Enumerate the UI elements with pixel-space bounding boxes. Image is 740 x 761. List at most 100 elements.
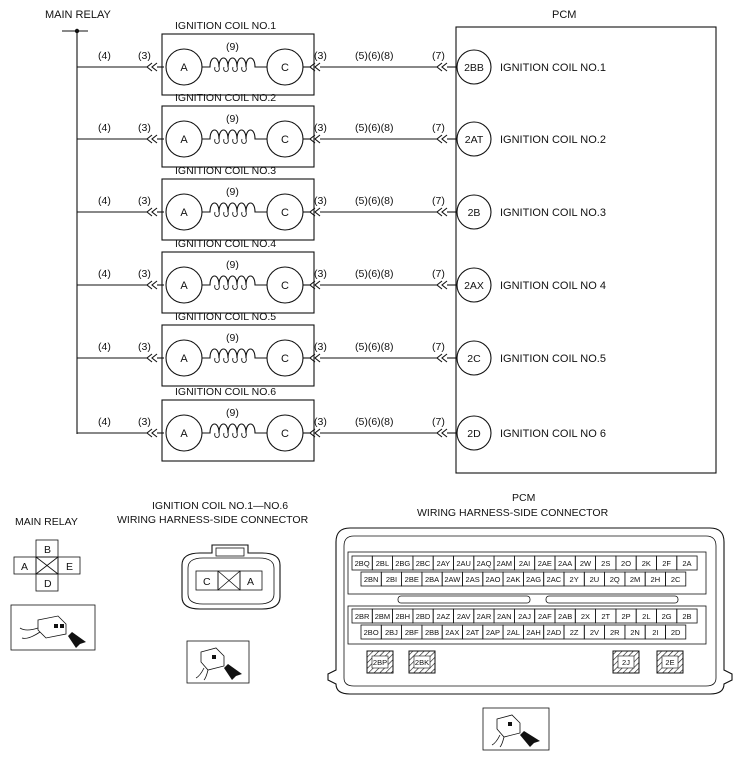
pcm-pin: 2BE (405, 575, 419, 584)
circuit-ref-coil-out: (3) (314, 268, 327, 280)
pcm-pin: 2H (651, 575, 661, 584)
circuit-ref-harness: (5)(6)(8) (355, 122, 394, 134)
pcm-signal-label: IGNITION COIL NO.2 (500, 134, 606, 146)
pcm-terminal-label: 2D (467, 428, 481, 440)
pcm-pin: 2A (682, 559, 691, 568)
pcm-input-connector-icon (436, 280, 448, 290)
pcm-pin: 2M (630, 575, 640, 584)
circuit-ref-coil-out: (3) (314, 341, 327, 353)
circuit-ref-coil-out: (3) (314, 195, 327, 207)
pcm-key-2bk: 2BK (415, 658, 429, 667)
pcm-terminal-circle (456, 194, 492, 230)
coil-terminal-a-label: A (180, 134, 188, 146)
pcm-pin: 2BG (395, 559, 410, 568)
circuit-ref-pcm-in: (7) (432, 195, 445, 207)
circuit-ref-relay-side: (4) (98, 416, 111, 428)
pcm-key-2e: 2E (665, 658, 674, 667)
circuit-ref-coil-winding: (9) (226, 113, 239, 125)
coil-input-connector-icon (146, 428, 158, 438)
pcm-view-direction-icon (482, 707, 550, 751)
pcm-pin: 2AA (558, 559, 572, 568)
coil-input-connector-icon (146, 207, 158, 217)
pcm-pin: 2AW (444, 575, 461, 584)
circuit-ref-harness: (5)(6)(8) (355, 50, 394, 62)
circuit-ref-coil-winding: (9) (226, 186, 239, 198)
pcm-pin: 2AL (507, 628, 520, 637)
pcm-pin: 2AQ (476, 559, 491, 568)
pcm-input-connector-icon (436, 353, 448, 363)
coil-input-connector-icon (146, 353, 158, 363)
circuit-ref-coil-out: (3) (314, 122, 327, 134)
circuit-ref-coil-in: (3) (138, 50, 151, 62)
coil-terminal-a-label: A (180, 428, 188, 440)
pcm-pin: 2BA (425, 575, 439, 584)
circuit-ref-relay-side: (4) (98, 195, 111, 207)
pcm-pin: 2Q (610, 575, 620, 584)
coil-connector-title-line1: IGNITION COIL NO.1—NO.6 (152, 500, 288, 512)
pcm-pin: 2AC (547, 575, 562, 584)
relay-view-direction-icon (10, 604, 96, 651)
circuit-ref-relay-side: (4) (98, 268, 111, 280)
pcm-pin: 2AF (538, 612, 552, 621)
pcm-pin: 2BR (355, 612, 370, 621)
main-relay-connector: MAIN RELAY B A E D (10, 516, 96, 651)
coil-winding-icon (202, 57, 267, 68)
coil-input-connector-icon (146, 134, 158, 144)
pcm-pin: 2P (621, 612, 630, 621)
pcm-pin: 2AS (466, 575, 480, 584)
pcm-input-connector-icon (436, 62, 448, 72)
circuit-ref-coil-in: (3) (138, 122, 151, 134)
coil-output-connector-icon (309, 353, 321, 363)
pcm-pin: 2AE (538, 559, 552, 568)
coil-winding-icon (202, 423, 267, 434)
coil-winding-icon (202, 202, 267, 213)
pcm-signal-label: IGNITION COIL NO.1 (500, 62, 606, 74)
pcm-terminal-circle (456, 267, 492, 303)
pcm-key-2bp: 2BP (373, 658, 387, 667)
pcm-signal-label: IGNITION COIL NO 6 (500, 428, 606, 440)
pcm-signal-label: IGNITION COIL NO 4 (500, 280, 606, 292)
coil-terminal-c-label: C (281, 353, 289, 365)
pcm-pin: 2I (652, 628, 658, 637)
pcm-pin: 2AN (497, 612, 512, 621)
coil-connector-terminal-c: C (203, 576, 211, 588)
pcm-pin: 2L (642, 612, 650, 621)
pcm-signal-label: IGNITION COIL NO.3 (500, 207, 606, 219)
coil-winding-icon (202, 348, 267, 359)
pcm-pin: 2AX (445, 628, 459, 637)
relay-terminal-e: E (66, 561, 73, 573)
coil-output-connector-icon (309, 62, 321, 72)
circuit-ref-harness: (5)(6)(8) (355, 341, 394, 353)
pcm-terminal-label: 2AX (464, 280, 484, 292)
pcm-pin: 2AD (547, 628, 562, 637)
pcm-pin: 2BO (364, 628, 379, 637)
pcm-pin: 2BM (375, 612, 390, 621)
pcm-pin: 2BB (425, 628, 439, 637)
pcm-pin: 2G (662, 612, 672, 621)
main-relay-feed (62, 28, 88, 434)
relay-terminal-d: D (44, 578, 52, 590)
coil-output-connector-icon (309, 428, 321, 438)
circuit-ref-pcm-in: (7) (432, 122, 445, 134)
pcm-terminal-label: 2C (467, 353, 481, 365)
pcm-pin: 2B (682, 612, 691, 621)
pcm-input-connector-icon (436, 428, 448, 438)
pcm-terminal-circle (456, 415, 492, 451)
pcm-pin: 2BC (416, 559, 431, 568)
circuit-ref-coil-winding: (9) (226, 259, 239, 271)
coil-title: IGNITION COIL NO.3 (175, 165, 276, 177)
pcm-pin: 2C (671, 575, 681, 584)
coil-output-connector-icon (309, 207, 321, 217)
pcm-pin: 2AI (519, 559, 530, 568)
coil-title: IGNITION COIL NO.5 (175, 311, 276, 323)
pcm-connector-title-line2: WIRING HARNESS-SIDE CONNECTOR (417, 507, 609, 519)
circuit-ref-harness: (5)(6)(8) (355, 268, 394, 280)
main-relay-connector-title: MAIN RELAY (15, 516, 78, 528)
pcm-pin: 2BD (416, 612, 431, 621)
pcm-box (455, 26, 717, 474)
